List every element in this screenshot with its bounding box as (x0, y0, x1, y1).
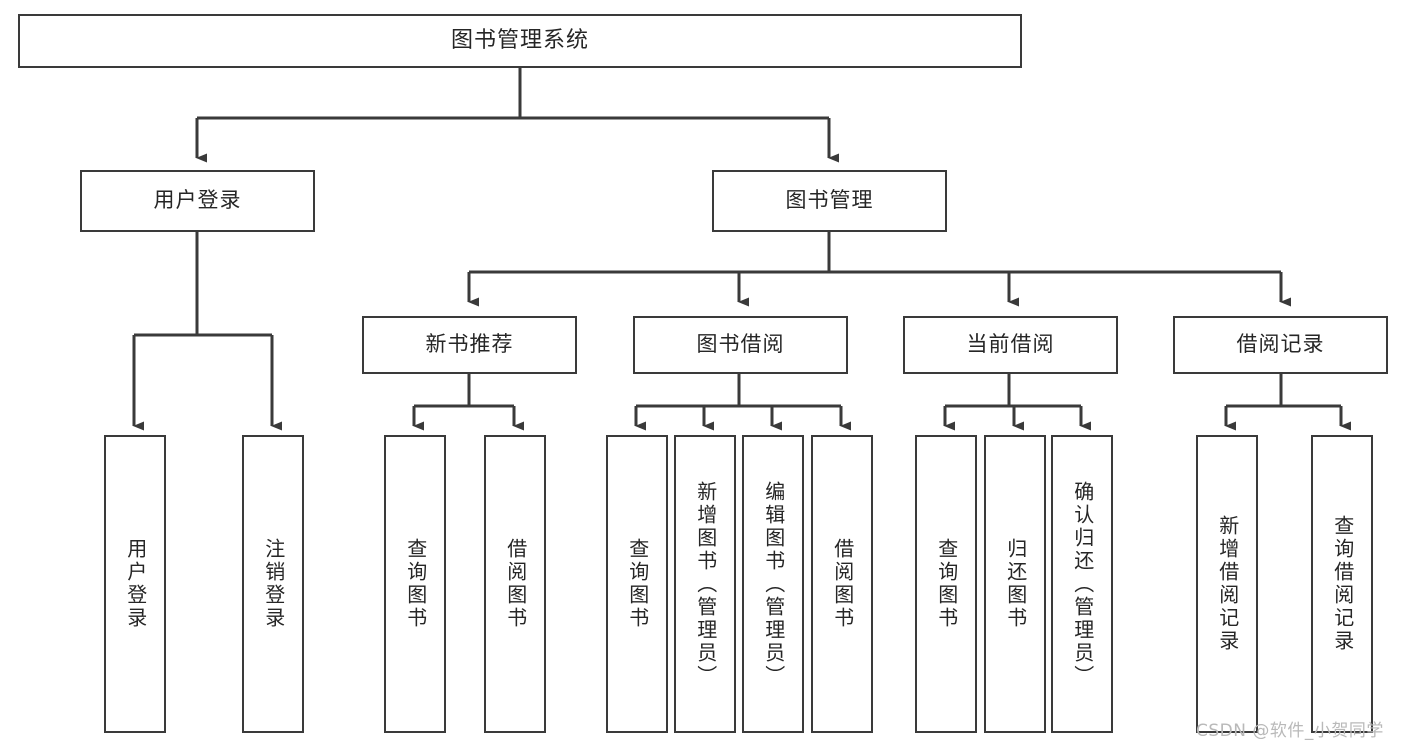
node-borrow-record-label: 借阅记录 (1236, 332, 1325, 357)
node-root-book-management-system[interactable]: 图书管理系统 (18, 14, 1022, 68)
node-root-label: 图书管理系统 (450, 27, 589, 53)
node-current-borrow-label: 当前借阅 (966, 332, 1055, 357)
leaf-borrow-add-book-admin[interactable]: 新增图书（管理员） (674, 435, 736, 733)
leaf-label: 归还图书 (1003, 538, 1028, 630)
node-new-book-recommend-label: 新书推荐 (425, 332, 514, 357)
leaf-user-login-logout[interactable]: 注销登录 (242, 435, 304, 733)
leaf-label: 新增图书（管理员） (693, 480, 718, 688)
leaf-current-query-book[interactable]: 查询图书 (915, 435, 977, 733)
leaf-label: 新增借阅记录 (1215, 515, 1240, 653)
node-book-borrow[interactable]: 图书借阅 (633, 316, 848, 374)
leaf-record-add-record[interactable]: 新增借阅记录 (1196, 435, 1258, 733)
node-user-login-label: 用户登录 (153, 188, 242, 213)
leaf-label: 确认归还（管理员） (1070, 480, 1095, 688)
leaf-user-login-login[interactable]: 用户登录 (104, 435, 166, 733)
node-new-book-recommend[interactable]: 新书推荐 (362, 316, 577, 374)
leaf-label: 查询借阅记录 (1330, 515, 1355, 653)
node-borrow-record[interactable]: 借阅记录 (1173, 316, 1388, 374)
leaf-current-return-book[interactable]: 归还图书 (984, 435, 1046, 733)
leaf-label: 查询图书 (934, 538, 959, 630)
leaf-new-book-borrow-book[interactable]: 借阅图书 (484, 435, 546, 733)
leaf-label: 查询图书 (403, 538, 428, 630)
leaf-label: 查询图书 (625, 538, 650, 630)
leaf-label: 借阅图书 (503, 538, 528, 630)
leaf-label: 用户登录 (123, 538, 148, 630)
leaf-record-query-record[interactable]: 查询借阅记录 (1311, 435, 1373, 733)
leaf-new-book-query-book[interactable]: 查询图书 (384, 435, 446, 733)
leaf-borrow-query-book[interactable]: 查询图书 (606, 435, 668, 733)
node-book-borrow-label: 图书借阅 (696, 332, 785, 357)
leaf-label: 注销登录 (261, 538, 286, 630)
leaf-label: 编辑图书（管理员） (761, 480, 786, 688)
node-current-borrow[interactable]: 当前借阅 (903, 316, 1118, 374)
node-book-management[interactable]: 图书管理 (712, 170, 947, 232)
leaf-current-confirm-return-admin[interactable]: 确认归还（管理员） (1051, 435, 1113, 733)
node-user-login[interactable]: 用户登录 (80, 170, 315, 232)
leaf-borrow-edit-book-admin[interactable]: 编辑图书（管理员） (742, 435, 804, 733)
csdn-watermark: CSDN @软件_小贺同学 (1196, 721, 1384, 741)
node-book-management-label: 图书管理 (785, 188, 874, 213)
leaf-borrow-borrow-book[interactable]: 借阅图书 (811, 435, 873, 733)
leaf-label: 借阅图书 (830, 538, 855, 630)
